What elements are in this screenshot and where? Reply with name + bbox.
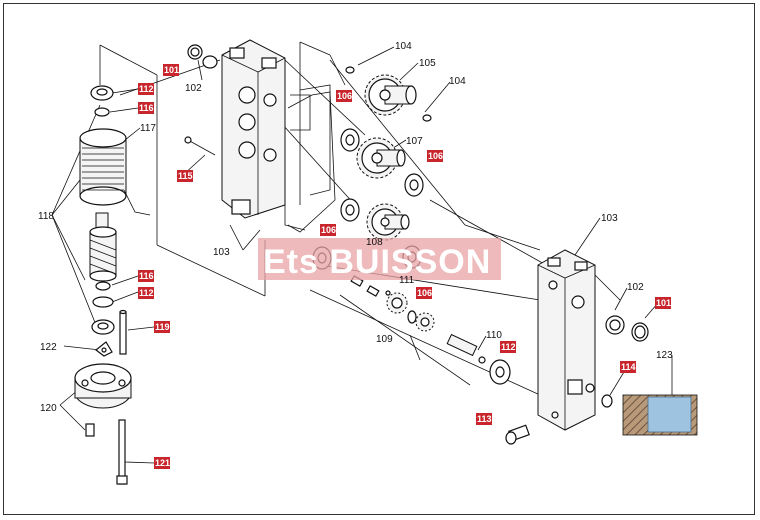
assembly-guide-lines xyxy=(51,41,673,464)
seal-ring-bottom xyxy=(95,281,111,291)
pin-119 xyxy=(119,311,127,355)
housing-block-left xyxy=(221,39,286,219)
part-123-filter xyxy=(622,394,698,436)
label-105: 105 xyxy=(419,58,436,69)
watermark: Ets BUISSON xyxy=(258,238,501,281)
red-part-labels: 101 112 116 106 106 115 106 116 112 106 … xyxy=(138,64,671,469)
bolt-121 xyxy=(118,419,126,485)
label-112-right: 112 xyxy=(501,342,516,352)
left-stack-parts xyxy=(74,44,218,485)
label-111: 111 xyxy=(399,275,415,286)
label-106-d: 106 xyxy=(417,288,432,298)
housing-block-right xyxy=(505,249,649,445)
label-106-b: 106 xyxy=(428,151,443,161)
label-101-right: 101 xyxy=(656,298,671,308)
label-114: 114 xyxy=(621,362,636,372)
label-122: 122 xyxy=(40,342,57,353)
label-113: 113 xyxy=(477,414,492,424)
label-123: 123 xyxy=(656,350,673,361)
watermark-text: Ets BUISSON xyxy=(263,243,491,281)
label-108: 108 xyxy=(366,237,383,248)
label-109: 109 xyxy=(376,334,393,345)
worm-gear xyxy=(89,226,117,282)
label-104-right: 104 xyxy=(449,76,466,87)
label-103-left: 103 xyxy=(213,247,230,258)
label-106-c: 106 xyxy=(321,225,336,235)
diagram-frame xyxy=(3,3,755,515)
label-120: 120 xyxy=(40,403,57,414)
label-115: 115 xyxy=(178,171,193,181)
gear-108 xyxy=(366,203,410,241)
label-118: 118 xyxy=(38,211,54,222)
label-117: 117 xyxy=(140,123,156,134)
label-112-top: 112 xyxy=(139,84,154,94)
label-121: 121 xyxy=(155,458,170,468)
label-112-mid: 112 xyxy=(139,288,154,298)
label-116-bottom: 116 xyxy=(139,271,154,281)
gear-105 xyxy=(364,74,417,116)
label-106-a: 106 xyxy=(337,91,352,101)
label-110: 110 xyxy=(486,330,502,341)
label-102-right: 102 xyxy=(627,282,644,293)
spring-coil xyxy=(79,128,151,216)
gear-107 xyxy=(356,137,406,179)
label-101-left: 101 xyxy=(164,65,179,75)
screw-120 xyxy=(85,423,95,437)
bushing-102 xyxy=(202,55,218,69)
label-119: 119 xyxy=(155,322,170,332)
seal-ring-top xyxy=(94,107,110,117)
label-116-top: 116 xyxy=(139,103,154,113)
plain-part-labels: 102 104 105 104 117 107 118 103 108 103 … xyxy=(38,41,673,414)
clamp-collar xyxy=(74,363,132,409)
label-107: 107 xyxy=(406,136,423,147)
label-104-top: 104 xyxy=(395,41,412,52)
label-102-left: 102 xyxy=(185,83,202,94)
label-103-right: 103 xyxy=(601,213,618,224)
